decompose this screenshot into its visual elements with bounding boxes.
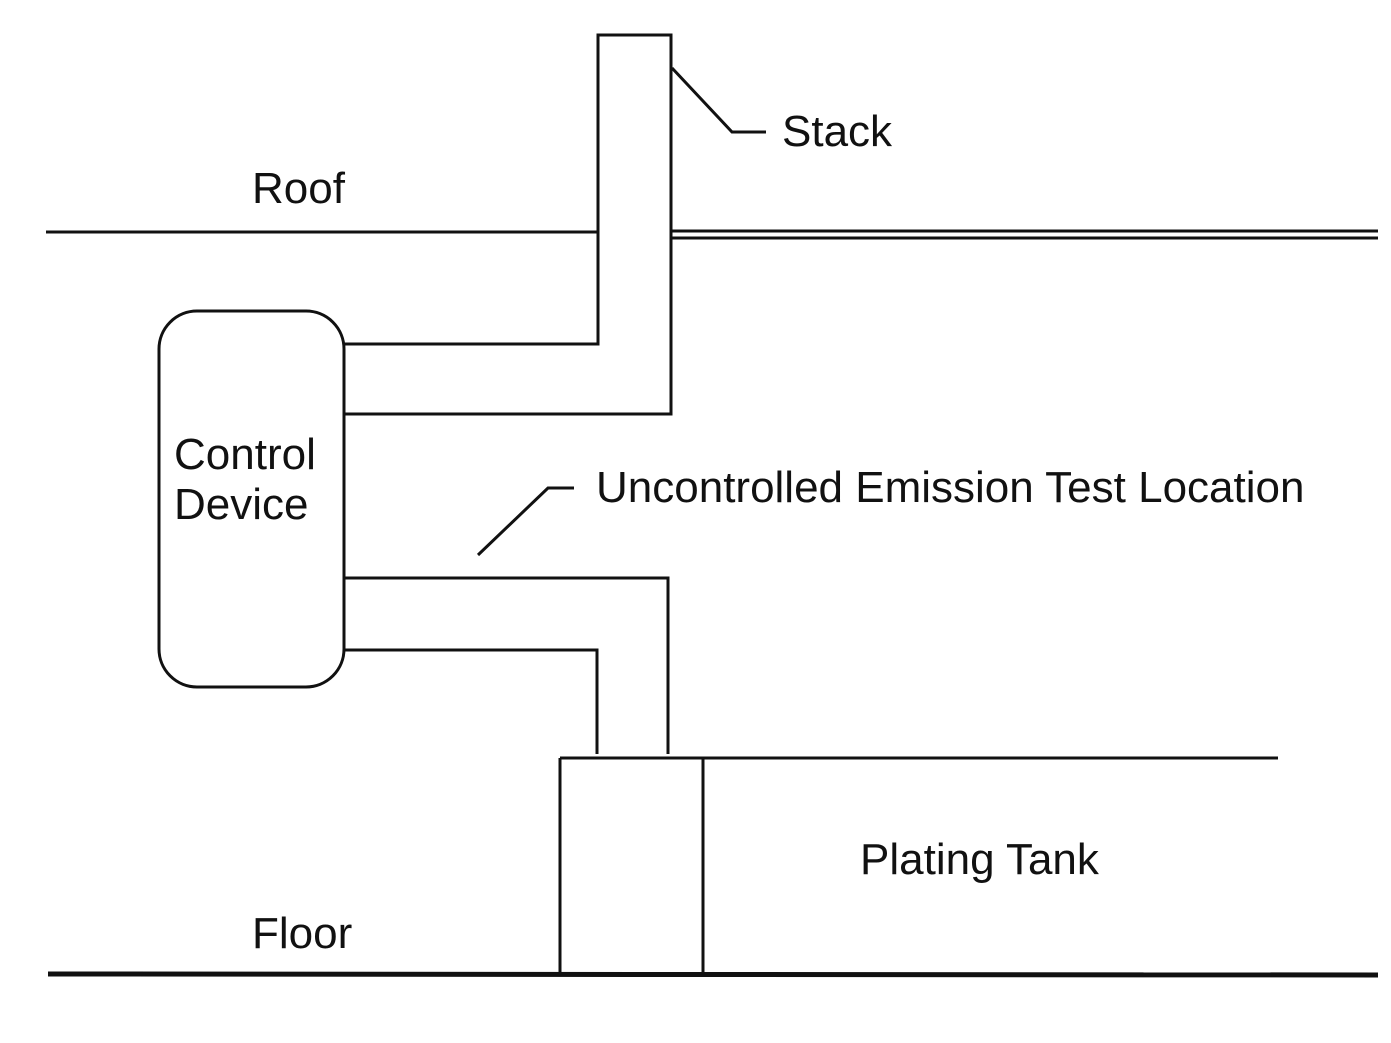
plating-tank-label: Plating Tank: [860, 835, 1100, 884]
stack: [344, 33, 673, 416]
control-device: [157, 309, 346, 689]
floor-label: Floor: [252, 909, 352, 958]
test-location-label: Uncontrolled Emission Test Location: [596, 463, 1304, 512]
control-device-label-line2: Device: [174, 480, 309, 529]
stack-label: Stack: [782, 107, 893, 156]
plating-tank: [558, 756, 1278, 972]
stack-leader: [670, 66, 766, 134]
inlet-duct: [344, 576, 670, 754]
roof-line: [46, 229, 1378, 240]
roof-label: Roof: [252, 164, 346, 213]
floor-line: [47, 971, 1379, 978]
test-location-leader: [476, 486, 574, 557]
control-device-label-line1: Control: [174, 430, 316, 479]
